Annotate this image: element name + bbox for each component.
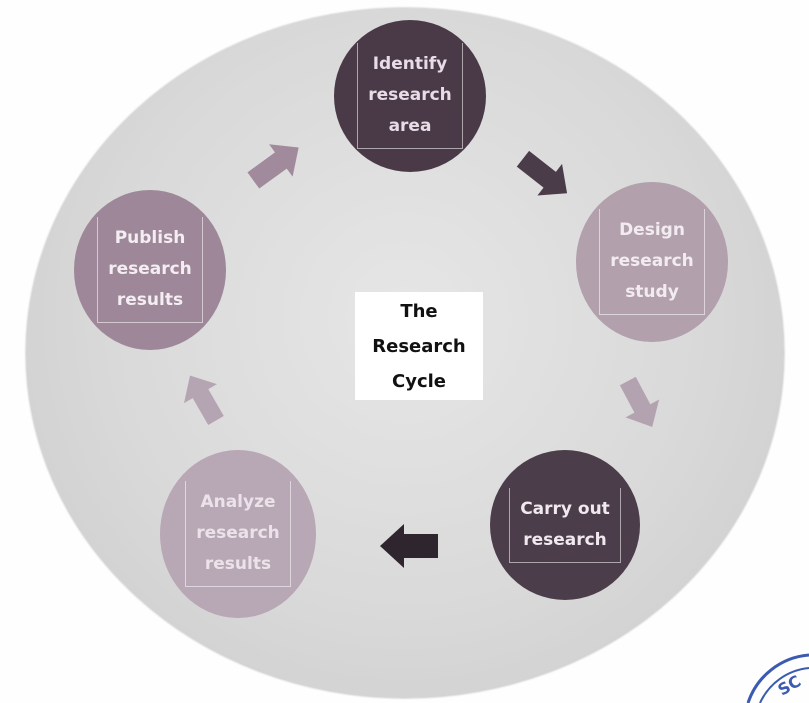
node-design-label: Design research study bbox=[599, 209, 705, 315]
node-analyze-research-results: Analyze research results bbox=[160, 450, 316, 618]
center-title: The Research Cycle bbox=[372, 300, 466, 392]
arrow-design-to-carry bbox=[619, 376, 660, 427]
node-carry-label: Carry out research bbox=[509, 487, 621, 563]
node-carry-out-research: Carry out research bbox=[490, 450, 640, 600]
arrow-identify-to-design bbox=[516, 150, 568, 196]
node-design-research-study: Design research study bbox=[576, 182, 728, 342]
arrow-analyze-to-publish bbox=[184, 375, 224, 426]
node-analyze-label: Analyze research results bbox=[185, 481, 291, 587]
node-identify-research-area: Identify research area bbox=[334, 20, 486, 172]
arrow-carry-to-analyze bbox=[380, 524, 438, 568]
node-identify-label: Identify research area bbox=[357, 43, 463, 149]
svg-text:SC: SC bbox=[775, 671, 805, 699]
node-publish-research-results: Publish research results bbox=[74, 190, 226, 350]
center-title-box: The Research Cycle bbox=[355, 292, 483, 400]
node-publish-label: Publish research results bbox=[97, 217, 203, 323]
arrow-publish-to-identify bbox=[247, 144, 299, 189]
